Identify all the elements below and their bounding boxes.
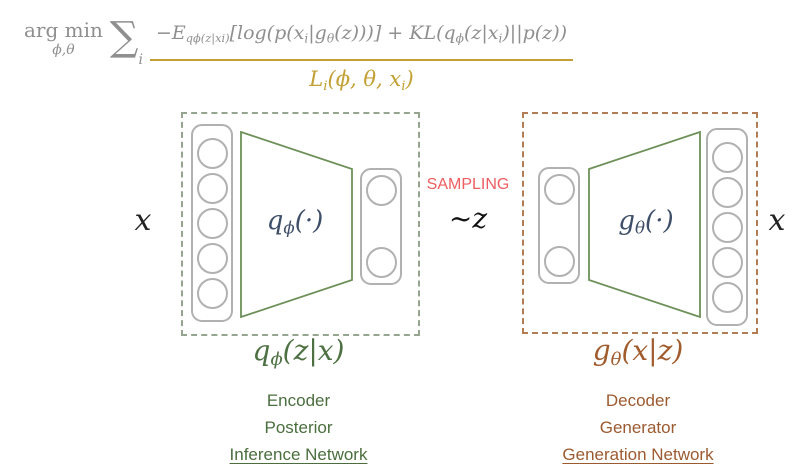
loss-numerator: −Eqϕ(z|xi)[log(p(xi|gθ(z)))] + KL(qϕ(z|x… bbox=[149, 21, 574, 62]
decoder-role-2: Generator bbox=[599, 418, 677, 437]
encoder-distribution-label: qϕ(z|x) bbox=[181, 334, 416, 377]
formula-term: (z|x bbox=[463, 22, 499, 44]
formula-term: (z)))] + KL(q bbox=[334, 22, 456, 44]
neuron-node bbox=[711, 211, 743, 243]
neuron-node bbox=[365, 175, 397, 206]
dist-base: g bbox=[592, 334, 611, 367]
loss-term: ) bbox=[405, 67, 414, 92]
neuron-node bbox=[711, 176, 743, 208]
formula-subscript: i bbox=[304, 31, 309, 46]
neuron-node bbox=[543, 246, 575, 277]
fn-base: g bbox=[618, 206, 636, 236]
encoder-trapezoid-shape bbox=[240, 131, 353, 318]
dist-base: q bbox=[252, 334, 271, 367]
loss-term: L bbox=[309, 67, 324, 92]
argmin-text: arg min bbox=[24, 18, 103, 42]
formula-term: )||p(z)) bbox=[502, 22, 568, 44]
loss-function-label: Li(ϕ, θ, xi) bbox=[150, 61, 573, 100]
encoder-role-1: Encoder bbox=[266, 391, 331, 410]
decoder-role-3: Generation Network bbox=[562, 445, 714, 464]
decoder-distribution-label: gθ(x|z) bbox=[522, 334, 754, 377]
fn-args: (·) bbox=[645, 206, 674, 236]
vae-objective-formula: arg min ϕ,θ ∑i −Eqϕ(z|xi)[log(p(xi|gθ(z)… bbox=[24, 12, 574, 100]
dist-subscript: ϕ bbox=[270, 349, 283, 371]
neuron-node bbox=[196, 242, 228, 274]
expectation-subscript: qϕ(z|xi) bbox=[185, 31, 230, 46]
encoder-function-label: qϕ(·) bbox=[243, 206, 347, 238]
decoder-output-variable: x bbox=[768, 203, 786, 238]
argmin-operator: arg min ϕ,θ bbox=[24, 20, 103, 61]
sampling-label: SAMPLING bbox=[426, 176, 510, 193]
neuron-node bbox=[711, 141, 743, 173]
formula-term: −E bbox=[155, 22, 186, 44]
formula-subscript: i bbox=[498, 31, 503, 46]
decoder-box: gθ(·) bbox=[522, 112, 758, 334]
loss-subscript: i bbox=[401, 79, 406, 95]
dist-args: (x|z) bbox=[621, 334, 684, 367]
fn-args: (·) bbox=[294, 206, 324, 236]
encoder-role-names: Encoder Posterior Inference Network bbox=[181, 387, 416, 468]
encoder-input-layer bbox=[191, 124, 233, 322]
loss-fraction: −Eqϕ(z|xi)[log(p(xi|gθ(z)))] + KL(qϕ(z|x… bbox=[149, 21, 574, 100]
encoder-role-2: Posterior bbox=[264, 418, 333, 437]
neuron-node bbox=[543, 174, 575, 205]
neuron-node bbox=[196, 277, 228, 309]
neuron-node bbox=[196, 207, 228, 239]
fn-subscript: ϕ bbox=[283, 218, 295, 238]
sigma-symbol: ∑ bbox=[109, 14, 139, 60]
encoder-role-3: Inference Network bbox=[229, 445, 368, 464]
decoder-input-layer bbox=[538, 167, 580, 284]
decoder-output-layer bbox=[706, 128, 748, 326]
neuron-node bbox=[196, 172, 228, 204]
dist-args: (z|x) bbox=[282, 334, 345, 367]
decoder-role-1: Decoder bbox=[605, 391, 671, 410]
loss-subscript: i bbox=[323, 79, 328, 95]
sigma-subscript: i bbox=[138, 52, 143, 68]
fn-subscript: θ bbox=[635, 218, 646, 238]
dist-subscript: θ bbox=[610, 349, 622, 371]
argmin-subscript: ϕ,θ bbox=[52, 42, 75, 58]
formula-term: [log(p(x bbox=[229, 22, 305, 44]
formula-term: |g bbox=[308, 22, 327, 44]
encoder-trapezoid bbox=[240, 131, 353, 318]
decoder-function-label: gθ(·) bbox=[594, 206, 698, 238]
encoder-output-layer bbox=[360, 168, 402, 285]
neuron-node bbox=[711, 281, 743, 313]
decoder-trapezoid bbox=[588, 131, 701, 318]
fn-base: q bbox=[266, 206, 284, 236]
formula-subscript: ϕ bbox=[455, 31, 464, 46]
formula-subscript: θ bbox=[326, 31, 335, 46]
decoder-trapezoid-shape bbox=[588, 131, 701, 318]
latent-variable: ~z bbox=[448, 202, 488, 235]
summation-operator: ∑i bbox=[110, 14, 143, 68]
encoder-input-variable: x bbox=[134, 203, 152, 238]
neuron-node bbox=[365, 247, 397, 278]
neuron-node bbox=[196, 137, 228, 169]
encoder-box: qϕ(·) bbox=[181, 112, 420, 336]
neuron-node bbox=[711, 246, 743, 278]
decoder-role-names: Decoder Generator Generation Network bbox=[522, 387, 754, 468]
loss-term: (ϕ, θ, x bbox=[327, 67, 402, 92]
